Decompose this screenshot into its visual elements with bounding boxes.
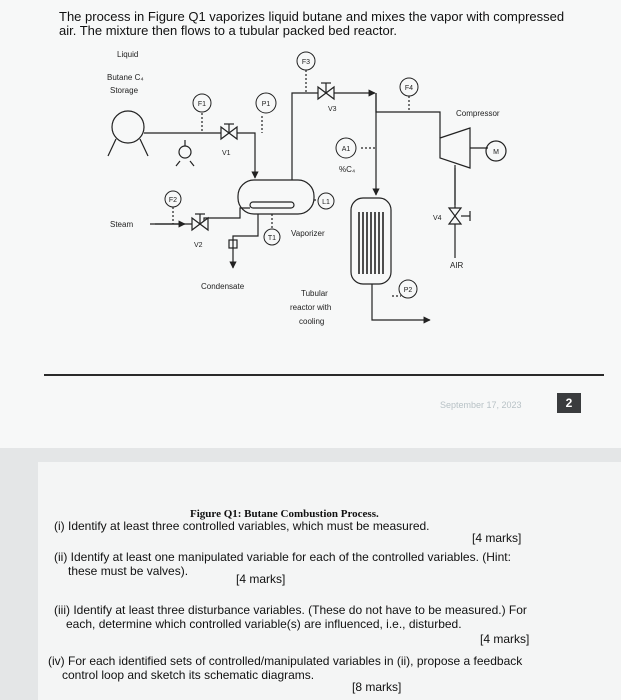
storage-label-3: Storage (110, 86, 139, 95)
svg-text:A1: A1 (342, 146, 351, 153)
question-3-line-1: (iii) Identify at least three disturbanc… (54, 603, 527, 617)
svg-text:T1: T1 (268, 235, 276, 242)
instrument-f1: F1 (192, 93, 212, 113)
storage-tank (111, 110, 145, 144)
question-1: (i) Identify at least three controlled v… (54, 519, 454, 533)
instrument-t1: T1 (263, 228, 281, 246)
question-2-marks: [4 marks] (236, 572, 286, 586)
instrument-f2: F2 (164, 190, 182, 208)
valve-v2 (191, 213, 209, 232)
valve-v1-label: V1 (222, 150, 231, 157)
svg-text:F2: F2 (169, 197, 177, 204)
document-page-bottom (38, 462, 621, 700)
instrument-l1: L1 (317, 192, 335, 210)
vaporizer-vessel (237, 179, 315, 215)
instrument-a1: A1 (335, 137, 357, 159)
svg-text:P2: P2 (404, 287, 413, 294)
question-3: (iii) Identify at least three disturbanc… (54, 603, 574, 631)
question-2-line-2: these must be valves). (68, 564, 189, 578)
reactor-label-1: Tubular (301, 289, 328, 298)
figure-caption: Figure Q1: Butane Combustion Process. (190, 508, 379, 520)
question-2-line-1: (ii) Identify at least one manipulated v… (54, 550, 511, 564)
intro-line-2: air. The mixture then flows to a tubular… (59, 23, 397, 38)
question-1-line-1: (i) Identify at least three controlled v… (54, 519, 430, 533)
vaporizer-label: Vaporizer (291, 229, 325, 238)
reactor-label-2: reactor with (290, 303, 331, 312)
compressor-body (439, 127, 471, 169)
page-number: 2 (557, 393, 581, 413)
compressor-label: Compressor (456, 109, 500, 118)
question-4: (iv) For each identified sets of control… (48, 654, 588, 682)
butane-feed-line (144, 132, 259, 179)
svg-text:F1: F1 (198, 101, 206, 108)
valve-v4 (447, 207, 471, 225)
condensate-label: Condensate (201, 282, 245, 291)
svg-text:L1: L1 (322, 199, 330, 206)
intro-paragraph: The process in Figure Q1 vaporizes liqui… (59, 10, 599, 38)
compressed-air-line (375, 93, 441, 138)
tubular-reactor (350, 197, 392, 285)
question-1-marks: [4 marks] (472, 531, 522, 545)
analyzer-units-label: %C₄ (339, 165, 355, 174)
page-divider (44, 374, 604, 376)
reactor-outlet-line (371, 284, 431, 324)
compressor-motor (485, 140, 507, 162)
valve-v2-label: V2 (194, 242, 203, 249)
instrument-p2: P2 (398, 279, 418, 299)
reactor-label-3: cooling (299, 317, 324, 326)
question-4-marks: [8 marks] (352, 680, 402, 694)
condensate-line (229, 214, 259, 269)
storage-label-2: Butane C₄ (107, 73, 144, 82)
document-page-top (0, 0, 621, 448)
instrument-p1: P1 (255, 92, 277, 114)
valve-v4-label: V4 (433, 215, 442, 222)
question-3-line-2: each, determine which controlled variabl… (66, 617, 462, 631)
steam-label: Steam (110, 220, 133, 229)
svg-text:F3: F3 (302, 59, 310, 66)
steam-tube-bundle (249, 201, 295, 209)
instrument-f3: F3 (296, 51, 316, 71)
question-2: (ii) Identify at least one manipulated v… (54, 550, 574, 578)
question-3-marks: [4 marks] (480, 632, 530, 646)
storage-label-1: Liquid (117, 50, 138, 59)
feed-pump (178, 145, 192, 159)
intro-line-1: The process in Figure Q1 vaporizes liqui… (59, 9, 565, 24)
footer-date: September 17, 2023 (440, 400, 522, 410)
svg-text:P1: P1 (262, 101, 271, 108)
question-4-line-2: control loop and sketch its schematic di… (62, 668, 315, 682)
valve-v1 (220, 123, 238, 141)
svg-text:F4: F4 (405, 85, 413, 92)
air-label: AIR (450, 261, 464, 270)
process-flow-diagram: F1 P1 F3 F4 A1 F2 L1 T1 P2 M Liquid Buta… (107, 50, 507, 326)
question-4-line-1: (iv) For each identified sets of control… (48, 654, 523, 668)
motor-label: M (493, 149, 499, 156)
valve-v3 (317, 82, 335, 101)
instrument-f4: F4 (399, 77, 419, 97)
vapor-outlet-line (291, 89, 376, 180)
valve-v3-label: V3 (328, 106, 337, 113)
